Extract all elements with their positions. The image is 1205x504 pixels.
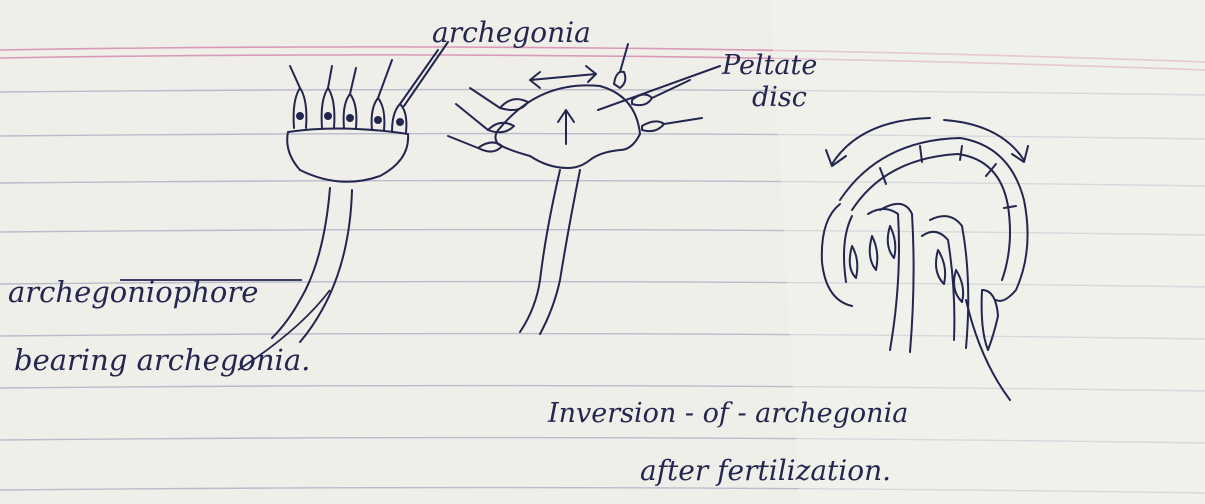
- label-disc: disc: [752, 82, 807, 113]
- label-inversion: Inversion - of - archegonia: [547, 398, 908, 429]
- label-peltate: Peltate: [721, 50, 817, 81]
- label-bearing-archegonia: bearing archegonia.: [14, 343, 310, 377]
- label-after-fertilization: after fertilization.: [640, 454, 891, 487]
- label-archegonia-top: archegonia: [432, 16, 591, 49]
- label-archegoniophore: archegoniophore: [8, 275, 258, 309]
